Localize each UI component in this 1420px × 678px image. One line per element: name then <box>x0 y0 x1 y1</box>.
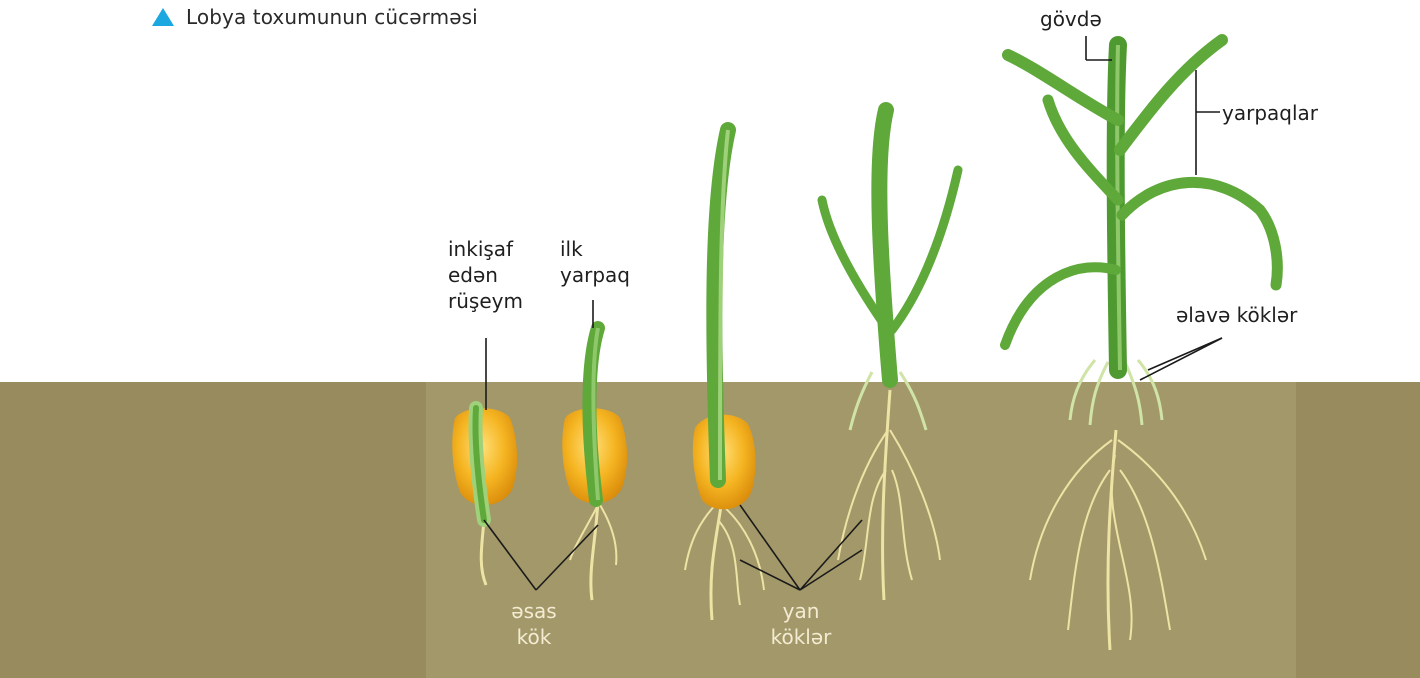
leaves-label: yarpaqlar <box>1222 100 1318 126</box>
lateral-roots-label: yan köklər <box>756 598 846 650</box>
embryo-label: inkişaf edən rüşeym <box>448 236 523 314</box>
adventitious-roots-label: əlavə köklər <box>1176 302 1297 328</box>
main-root-label: əsas kök <box>496 598 572 650</box>
first-leaf-label: ilk yarpaq <box>560 236 630 288</box>
stem-label: gövdə <box>1040 6 1102 32</box>
